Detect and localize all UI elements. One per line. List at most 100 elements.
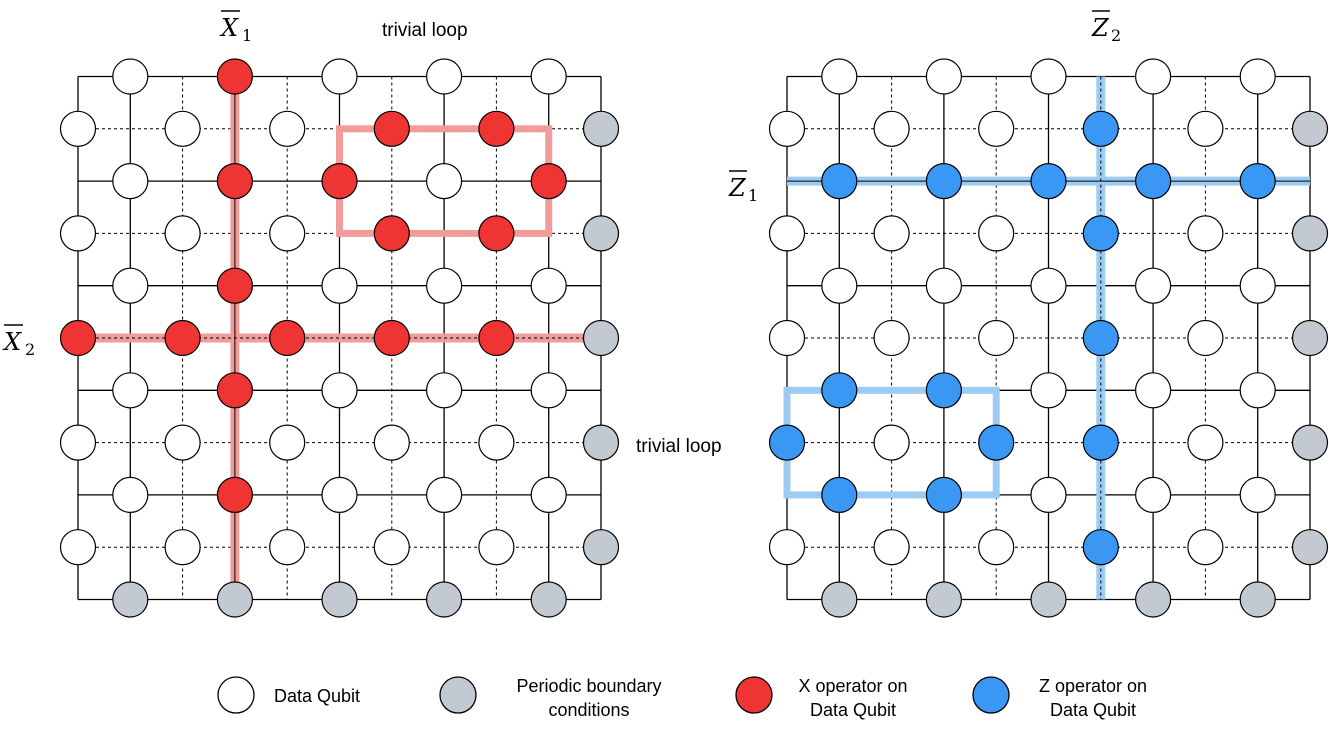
- x-operator-qubit: [164, 319, 201, 357]
- right-lattice-z-operators: [768, 58, 1329, 618]
- data-qubit: [873, 110, 910, 147]
- boundary-qubit-icon: [439, 676, 477, 714]
- x1-operator-label: X 1: [219, 10, 252, 45]
- z-operator-qubit: [1030, 163, 1067, 200]
- data-qubit: [1239, 267, 1276, 304]
- data-qubit: [426, 267, 463, 304]
- x-operator-qubit: [530, 163, 567, 200]
- data-qubit: [530, 372, 567, 409]
- x-operator-qubit: [373, 319, 410, 357]
- z-operator-qubit: [1134, 163, 1172, 200]
- left-trivial-loop-label: trivial loop: [382, 20, 468, 41]
- data-qubit: [269, 110, 306, 147]
- z-operator-qubit: [1082, 215, 1119, 252]
- data-qubit: [1030, 476, 1067, 513]
- data-qubit: [112, 267, 149, 304]
- z-operator-qubit: [1082, 319, 1119, 357]
- x-operator-qubit: [216, 58, 253, 95]
- legend-x-operator-line2: Data Qubit: [810, 700, 896, 720]
- boundary-qubit: [1134, 581, 1172, 618]
- z1-symbol: Z: [728, 174, 747, 202]
- legend-x-operator-line1: X operator on: [798, 676, 907, 696]
- x-operator-qubit: [373, 110, 410, 147]
- data-qubit: [768, 215, 806, 252]
- x-operator-icon: [735, 676, 773, 714]
- data-qubit: [59, 215, 97, 252]
- data-qubit: [530, 476, 567, 513]
- data-qubit: [164, 110, 201, 147]
- legend-boundary-label-line1: Periodic boundary: [516, 676, 661, 696]
- data-qubit: [768, 319, 806, 357]
- boundary-qubit: [925, 581, 963, 618]
- z-operator-qubit: [1239, 163, 1276, 200]
- z-operator-qubit: [768, 424, 806, 461]
- data-qubit: [321, 267, 358, 304]
- data-qubit: [873, 319, 910, 357]
- data-qubit: [530, 58, 567, 95]
- data-qubit: [373, 424, 410, 461]
- boundary-qubit: [321, 581, 358, 618]
- data-qubit: [1134, 267, 1172, 304]
- x-operator-qubit: [321, 163, 358, 200]
- x-operator-qubit: [373, 215, 410, 252]
- data-qubit: [1134, 476, 1172, 513]
- boundary-qubit: [582, 424, 620, 461]
- data-qubit: [1187, 319, 1224, 357]
- data-qubit: [978, 319, 1015, 357]
- z1-subscript: 1: [748, 186, 758, 205]
- boundary-qubit: [530, 581, 567, 618]
- boundary-qubit: [216, 581, 253, 618]
- boundary-qubit: [582, 319, 620, 357]
- data-qubit: [478, 529, 515, 566]
- legend-z-operator-line1: Z operator on: [1039, 676, 1147, 696]
- z1-operator-label: Z 1: [728, 170, 758, 205]
- boundary-qubit: [1239, 581, 1276, 618]
- data-qubit: [321, 372, 358, 409]
- legend-boundary-label-line2: conditions: [548, 700, 629, 720]
- x-operator-qubit: [478, 215, 515, 252]
- data-qubit: [426, 476, 463, 513]
- z-operator-qubit: [925, 372, 963, 409]
- x1-subscript: 1: [242, 26, 252, 45]
- x-operator-qubit: [59, 319, 97, 357]
- data-qubit: [426, 163, 463, 200]
- data-qubit: [1187, 110, 1224, 147]
- x2-operator-label: X 2: [2, 324, 35, 359]
- data-qubit: [873, 424, 910, 461]
- z2-subscript: 2: [1111, 26, 1121, 45]
- x2-subscript: 2: [25, 340, 35, 359]
- boundary-qubit: [821, 581, 858, 618]
- z-operator-qubit: [925, 476, 963, 513]
- z-operator-qubit: [978, 424, 1015, 461]
- z-operator-qubit: [1082, 529, 1119, 566]
- data-qubit: [1187, 529, 1224, 566]
- data-qubit: [978, 215, 1015, 252]
- data-qubit: [925, 267, 963, 304]
- data-qubit: [925, 58, 963, 95]
- data-qubit: [768, 529, 806, 566]
- x-operator-qubit: [478, 319, 515, 357]
- z2-symbol: Z: [1091, 14, 1110, 42]
- data-qubit: [59, 424, 97, 461]
- z-operator-qubit: [1082, 110, 1119, 147]
- x2-symbol: X: [2, 328, 22, 356]
- data-qubit: [112, 372, 149, 409]
- data-qubit: [1134, 372, 1172, 409]
- z2-operator-label: Z 2: [1091, 10, 1121, 45]
- data-qubit: [1030, 372, 1067, 409]
- x-operator-qubit: [216, 267, 253, 304]
- data-qubit: [112, 58, 149, 95]
- boundary-qubit: [426, 581, 463, 618]
- boundary-qubit: [582, 215, 620, 252]
- x-operator-qubit: [216, 163, 253, 200]
- right-trivial-loop-label: trivial loop: [636, 436, 722, 457]
- data-qubit: [821, 267, 858, 304]
- legend: Data Qubit Periodic boundary conditions …: [217, 676, 1147, 720]
- x-operator-qubit: [269, 319, 306, 357]
- data-qubit: [978, 110, 1015, 147]
- data-qubit: [164, 424, 201, 461]
- z-operator-qubit: [821, 372, 858, 409]
- boundary-qubit: [1291, 215, 1329, 252]
- data-qubit: [164, 529, 201, 566]
- boundary-qubit: [1291, 110, 1329, 147]
